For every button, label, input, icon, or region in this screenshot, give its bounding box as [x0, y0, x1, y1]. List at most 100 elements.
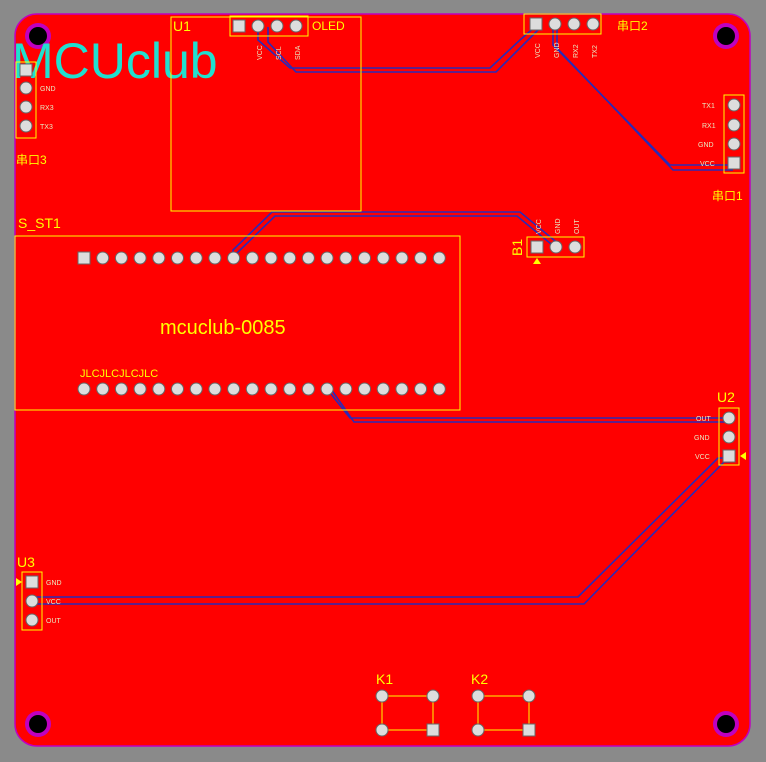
s-st1-bottom-pad-1 [77, 382, 91, 396]
k1-pad-1 [375, 689, 389, 703]
s-st1-outline [14, 235, 461, 411]
u2-outline [718, 407, 740, 466]
s-st1-bottom-pad-13 [301, 382, 315, 396]
s-st1-bottom-pad-16 [358, 382, 371, 396]
s-st1-silk-jlc: JLCJLCJLCJLC [80, 368, 158, 380]
b1-outline [526, 236, 585, 258]
com3-outline [15, 61, 37, 139]
com2-header: 串口2 VCC GND RX2 TX2 [523, 13, 648, 58]
s-st1-top-pad-19 [414, 251, 428, 265]
s-st1-bottom-pad-8 [208, 382, 222, 396]
s-st1-top-pad-3 [114, 251, 128, 265]
s-st1-top-pin-row [77, 251, 446, 265]
s-st1-bottom-pad-3 [114, 382, 128, 396]
b1-pin-gnd: GND [555, 218, 562, 234]
u1-pin-vcc: VCC [257, 45, 264, 60]
com1-ref: 串口1 [712, 189, 743, 203]
u2-ref: U2 [717, 389, 735, 405]
s-st1-bottom-pad-20 [432, 382, 446, 396]
k1-ref: K1 [376, 671, 393, 687]
com3-pin-gnd: GND [40, 86, 56, 93]
com2-pin-rx2: RX2 [573, 44, 580, 58]
board-text: mcuclub-0085 [160, 317, 286, 339]
u1-header-outline [229, 15, 309, 37]
s-st1-top-pad-6 [171, 251, 184, 265]
u3-pin1-marker [16, 578, 22, 586]
s-st1-top-pad-5 [152, 251, 166, 265]
com3-pad-3 [19, 100, 33, 114]
s-st1-top-pad-2 [96, 251, 110, 265]
s-st1-top-pad-13 [301, 251, 315, 265]
com2-pin-gnd: GND [554, 42, 561, 58]
s-st1-top-pad-16 [358, 251, 371, 265]
com1-pad-2 [727, 118, 741, 132]
k1-switch: K1 [375, 671, 440, 737]
mounting-holes [25, 23, 739, 737]
com1-pin-rx1: RX1 [702, 123, 716, 130]
s-st1-bottom-pad-17 [376, 382, 390, 396]
u2-pin-vcc: VCC [695, 454, 710, 461]
com1-pin-vcc: VCC [700, 161, 715, 168]
com2-outline [523, 13, 602, 35]
com3-pad-4 [19, 119, 33, 133]
b1-pad-1 [530, 240, 544, 254]
com1-pin-gnd: GND [698, 142, 714, 149]
u1-pad-3 [270, 19, 284, 33]
u3-pad-2 [25, 594, 39, 608]
com3-pin-rx3: RX3 [40, 105, 54, 112]
com1-pad-3 [727, 137, 741, 151]
com1-header: TX1 RX1 GND VCC 串口1 [698, 94, 745, 203]
s-st1-top-pad-18 [395, 251, 409, 265]
s-st1-top-pad-4 [133, 251, 147, 265]
u2-header: U2 OUT GND VCC [694, 389, 746, 466]
k1-outline [381, 695, 434, 731]
k2-switch: K2 [471, 671, 536, 737]
k2-ref: K2 [471, 671, 488, 687]
u3-header: U3 GND VCC OUT [16, 554, 62, 631]
com2-ref: 串口2 [617, 19, 648, 33]
com2-pin-tx2: TX2 [592, 45, 599, 58]
com2-pad-2 [548, 17, 562, 31]
u3-pin-gnd: GND [46, 580, 62, 587]
s-st1-bottom-pad-10 [245, 382, 259, 396]
u2-pad-2 [722, 430, 736, 444]
u2-pin-gnd: GND [694, 435, 710, 442]
u1-pad-4 [289, 19, 303, 33]
b1-pin1-marker [533, 258, 541, 264]
com3-pad-1 [19, 63, 33, 77]
s-st1-top-pad-11 [264, 251, 278, 265]
u2-pin-out: OUT [696, 416, 712, 423]
logo-text: MCUclub [12, 33, 218, 89]
u1-part: OLED [312, 19, 345, 33]
com1-outline [723, 94, 745, 174]
u1-pad-2 [251, 19, 265, 33]
u3-outline [21, 571, 43, 631]
com1-pad-1 [727, 98, 741, 112]
u1-pin-sda: SDA [295, 45, 302, 60]
u1-pad-1 [232, 19, 246, 33]
s-st1-top-pad-1 [77, 251, 91, 265]
b1-header: B1 VCC GND OUT [509, 218, 585, 264]
s-st1-top-pad-17 [376, 251, 390, 265]
k2-pad-2 [522, 689, 536, 703]
s-st1-top-pad-10 [245, 251, 259, 265]
s-st1-ref: S_ST1 [18, 215, 61, 231]
board-outline [14, 13, 751, 747]
s-st1-bottom-pad-2 [96, 382, 110, 396]
com2-pad-3 [567, 17, 581, 31]
k2-pad-1 [471, 689, 485, 703]
s-st1-top-pad-12 [283, 251, 297, 265]
s-st1-top-pad-9 [227, 251, 241, 265]
u1-ref: U1 [173, 18, 191, 34]
u3-pad-1 [25, 575, 39, 589]
s-st1-bottom-pad-15 [339, 382, 353, 396]
com2-pin-vcc: VCC [535, 43, 542, 58]
u2-pad-3 [722, 449, 736, 463]
s-st1-top-pad-20 [432, 251, 446, 265]
com2-pad-1 [529, 17, 543, 31]
s-st1-bottom-pad-14 [320, 382, 334, 396]
com3-pin-tx3: TX3 [40, 124, 53, 131]
com3-header: GND RX3 TX3 串口3 [15, 61, 56, 167]
k2-pad-3 [471, 723, 485, 737]
com3-pad-2 [19, 81, 33, 95]
